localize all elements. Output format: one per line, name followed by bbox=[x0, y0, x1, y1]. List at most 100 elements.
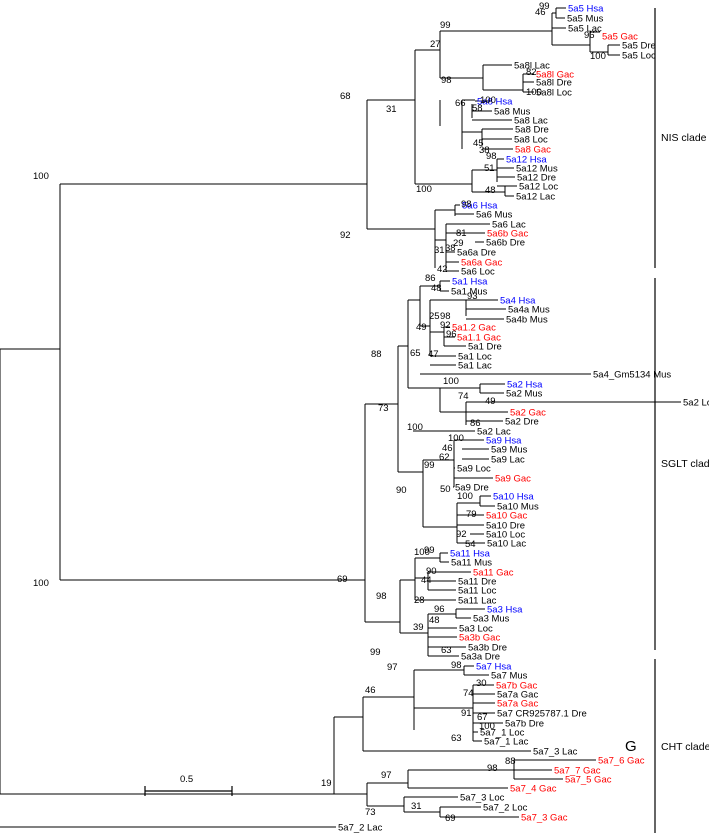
bootstrap-value: 48 bbox=[431, 283, 442, 294]
bootstrap-value: 66 bbox=[455, 98, 466, 109]
taxon-label: 5a12 Hsa bbox=[506, 155, 547, 166]
taxon-label: 5a10 Hsa bbox=[493, 492, 534, 503]
bootstrap-value: 99 bbox=[424, 545, 435, 556]
bootstrap-value: 92 bbox=[340, 230, 351, 241]
bootstrap-value: 38 bbox=[445, 243, 456, 254]
taxon-label: 5a3b Gac bbox=[459, 633, 500, 644]
bootstrap-value: 98 bbox=[440, 311, 451, 322]
bootstrap-value: 46 bbox=[535, 7, 546, 18]
cht-clade-label: CHT clade bbox=[661, 741, 709, 753]
taxon-label: 5a9 Lac bbox=[491, 455, 525, 466]
taxon-label: 5a6b Gac bbox=[487, 229, 528, 240]
clade-bars: NIS clade SGLT clade CHT clade bbox=[654, 8, 709, 833]
bootstrap-value: 67 bbox=[477, 712, 488, 723]
taxon-label: 5a12 Dre bbox=[517, 173, 556, 184]
taxon-label: 5a5 Gac bbox=[602, 32, 638, 43]
bootstrap-value: 39 bbox=[413, 622, 424, 633]
bootstrap-value: 54 bbox=[465, 539, 476, 550]
taxon-label: 5a7b Gac bbox=[496, 681, 537, 692]
taxon-label: 5a6b Dre bbox=[486, 238, 525, 249]
taxon-label: 5a8l Loc bbox=[536, 88, 572, 99]
taxon-label: 5a7 CR925787.1 Dre bbox=[497, 709, 587, 720]
taxon-label: 5a11 Mus bbox=[451, 558, 492, 569]
nis-clade-label: NIS clade bbox=[661, 132, 707, 144]
bootstrap-value: 62 bbox=[439, 452, 450, 463]
bootstrap-value: 100 bbox=[416, 184, 432, 195]
taxon-label: 5a2 Hsa bbox=[507, 380, 543, 391]
taxon-label: 5a1 Loc bbox=[458, 352, 492, 363]
bootstrap-value: 25 bbox=[429, 311, 440, 322]
bootstrap-value: 96 bbox=[584, 30, 595, 41]
taxon-label: 5a2 Loc bbox=[683, 398, 709, 409]
bootstrap-value: 99 bbox=[370, 647, 381, 658]
bootstrap-value: 63 bbox=[441, 645, 452, 656]
taxon-label: 5a1 Lac bbox=[458, 361, 492, 372]
taxon-label: 5a10 Dre bbox=[486, 521, 525, 532]
bootstrap-value: 100 bbox=[526, 87, 542, 98]
bootstrap-value: 31 bbox=[411, 801, 422, 812]
bootstrap-value: 63 bbox=[451, 733, 462, 744]
taxon-label: 5a7_3 Lac bbox=[533, 747, 578, 758]
taxon-label: 5a12 Mus bbox=[516, 164, 558, 175]
taxon-label: 5a7_1 Loc bbox=[480, 728, 525, 739]
bootstrap-value: 88 bbox=[371, 349, 382, 360]
taxon-label: 5a4_Gm5134 Mus bbox=[593, 370, 671, 381]
tree-branches bbox=[0, 7, 681, 828]
bootstrap-value: 100 bbox=[457, 491, 473, 502]
bootstrap-value: 96 bbox=[446, 329, 457, 340]
bootstrap-value: 100 bbox=[448, 433, 464, 444]
bootstrap-value: 100 bbox=[407, 422, 423, 433]
taxon-label: 5a8l Dre bbox=[536, 78, 572, 89]
bootstrap-value: 90 bbox=[426, 566, 437, 577]
taxon-label: 5a5 Lac bbox=[568, 24, 602, 35]
taxon-label: 5a7 Mus bbox=[491, 671, 528, 682]
taxon-label: 5a6 Loc bbox=[461, 267, 495, 278]
taxon-label: 5a11 Lac bbox=[458, 596, 497, 607]
taxon-label: 5a8 Hsa bbox=[477, 97, 513, 108]
bootstrap-value: 69 bbox=[445, 813, 456, 824]
taxon-label: 5a1 Mus bbox=[451, 287, 488, 298]
bootstrap-value: 99 bbox=[440, 20, 451, 31]
bootstrap-value: 96 bbox=[434, 604, 445, 615]
taxon-label: 5a8l Lac bbox=[514, 61, 550, 72]
taxon-label: 5a10 Mus bbox=[497, 502, 539, 513]
bootstrap-value: 58 bbox=[472, 103, 483, 114]
bootstrap-value: 82 bbox=[526, 67, 537, 78]
bootstrap-value: 49 bbox=[485, 396, 496, 407]
bootstrap-value: 88 bbox=[505, 756, 516, 767]
bootstrap-value: 38 bbox=[479, 145, 490, 156]
taxon-label: 5a5 Mus bbox=[567, 14, 604, 25]
bootstrap-value: 73 bbox=[378, 403, 389, 414]
bootstrap-value: 65 bbox=[410, 348, 421, 359]
taxon-label: 5a7b Dre bbox=[505, 719, 544, 730]
taxon-label: 5a7 Hsa bbox=[476, 662, 512, 673]
taxon-label: 5a8 Mus bbox=[494, 107, 531, 118]
bootstrap-value: 68 bbox=[340, 91, 351, 102]
bootstrap-value: 27 bbox=[430, 39, 441, 50]
taxon-label: 5a7_7 Gac bbox=[554, 766, 601, 777]
taxon-label: 5a3 Hsa bbox=[487, 605, 523, 616]
bootstrap-value: 44 bbox=[421, 575, 432, 586]
bootstrap-value: 98 bbox=[441, 75, 452, 86]
taxon-label: 5a1 Hsa bbox=[452, 277, 488, 288]
bootstrap-value: 30 bbox=[476, 678, 487, 689]
taxon-label: 5a1.1 Gac bbox=[457, 333, 501, 344]
taxon-label: 5a4b Mus bbox=[506, 315, 548, 326]
taxon-label: 5a11 Loc bbox=[458, 586, 497, 597]
taxon-label: 5a5 Loc bbox=[622, 51, 656, 62]
taxon-label: 5a11 Dre bbox=[458, 577, 496, 588]
taxon-label: 5a7a Gac bbox=[497, 699, 538, 710]
bootstrap-value: 97 bbox=[381, 770, 392, 781]
taxon-label: 5a9 Dre bbox=[455, 483, 489, 494]
bootstrap-value: 45 bbox=[473, 138, 484, 149]
bootstrap-value: 93 bbox=[467, 291, 478, 302]
bootstrap-value: 99 bbox=[539, 1, 550, 12]
bootstrap-value: 100 bbox=[33, 578, 49, 589]
taxon-label: 5a11 Hsa bbox=[450, 549, 491, 560]
bootstrap-value: 92 bbox=[456, 529, 467, 540]
bootstrap-value: 100 bbox=[479, 721, 495, 732]
taxon-label: 5a6a Dre bbox=[457, 248, 496, 259]
taxon-label: 5a8 Dre bbox=[515, 125, 549, 136]
